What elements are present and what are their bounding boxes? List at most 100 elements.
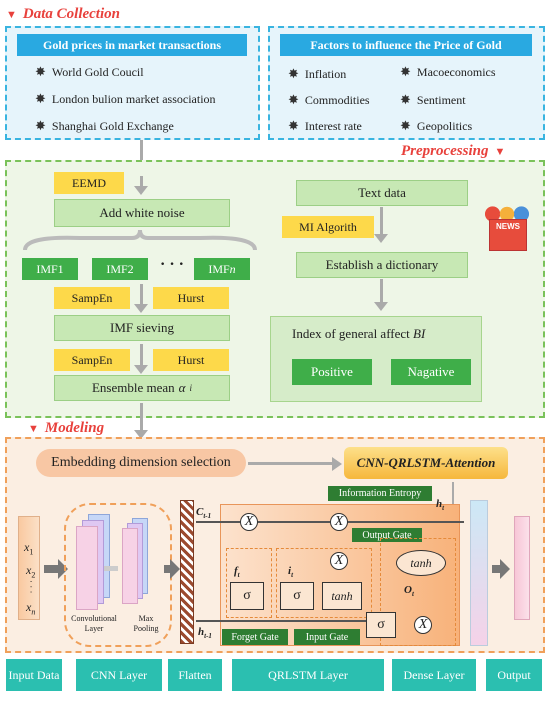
output-bar (514, 516, 530, 620)
label-qrlstm-layer: QRLSTM Layer (232, 659, 384, 691)
arrow-right-icon (104, 566, 118, 571)
gold-prices-header: Gold prices in market transactions (17, 34, 247, 56)
arrow-head-icon (170, 559, 180, 579)
dictionary-box: Establish a dictionary (296, 252, 468, 278)
i-t-label: it (288, 565, 294, 580)
preprocessing-title: Preprocessing ▼ (401, 143, 506, 159)
list-item: ✸World Gold Coucil (35, 64, 144, 79)
news-icon: NEWS (477, 195, 537, 251)
input-dots: · · · (26, 580, 36, 594)
white-noise-box: Add white noise (54, 199, 230, 227)
index-label: Index of general affect BI (292, 326, 426, 341)
eemd-box: EEMD (54, 172, 124, 194)
connector-line (380, 207, 383, 235)
star-icon: ✸ (400, 92, 411, 107)
negative-box: Nagative (391, 359, 471, 385)
list-item: ✸Interest rate (288, 118, 362, 133)
arrow-down-icon (140, 140, 143, 168)
model-name-box: CNN-QRLSTM-Attention (344, 447, 508, 479)
arrow-right-icon (44, 565, 60, 573)
star-icon: ✸ (400, 118, 411, 133)
arrow-head-icon (134, 430, 148, 439)
multiply-node: X (414, 616, 432, 634)
forget-dashed (226, 548, 272, 618)
arrow-head-icon (134, 186, 148, 195)
arrow-right-icon (164, 565, 172, 573)
connector-line (248, 462, 334, 465)
factors-header: Factors to influence the Price of Gold (280, 34, 532, 56)
hurst-box-2: Hurst (153, 349, 229, 371)
list-item: ✸Geopolitics (400, 118, 473, 133)
star-icon: ✸ (288, 66, 299, 81)
pool-layer-sheet (122, 528, 138, 604)
arrow-head-icon (500, 559, 510, 579)
arrow-head-icon (134, 365, 148, 374)
star-icon: ✸ (400, 64, 411, 79)
label-dense-layer: Dense Layer (392, 659, 476, 691)
arrow-head-icon (332, 457, 342, 471)
star-icon: ✸ (288, 118, 299, 133)
factors-panel: Factors to influence the Price of Gold ✸… (268, 26, 545, 140)
hurst-box-1: Hurst (153, 287, 229, 309)
positive-box: Positive (292, 359, 372, 385)
sampen-box-1: SampEn (54, 287, 130, 309)
tanh-box: tanh (322, 582, 362, 610)
f-t-label: ft (234, 565, 240, 580)
sampen-box-2: SampEn (54, 349, 130, 371)
list-item: ✸Inflation (288, 66, 347, 81)
input-dashed (276, 548, 372, 618)
list-item: ✸Sentiment (400, 92, 466, 107)
list-item: ✸London bulion market association (35, 91, 216, 106)
connector-line (380, 279, 383, 303)
input-x1: x1 (24, 540, 34, 557)
h-t-label: ht (436, 498, 445, 513)
connector-line (140, 344, 143, 366)
label-flatten: Flatten (168, 659, 222, 691)
dense-bar (470, 500, 488, 646)
o-t-label: Ot (404, 584, 414, 599)
label-output: Output (486, 659, 542, 691)
pool-label: Max Pooling (133, 614, 159, 633)
sigma-box: σ (230, 582, 264, 610)
sigma-box: σ (280, 582, 314, 610)
arrow-head-icon (374, 234, 388, 243)
connector-line (140, 176, 143, 188)
hidden-state-line (196, 620, 376, 622)
connector-line (140, 403, 143, 431)
arrow-head-icon (58, 559, 68, 579)
modeling-title: ▼ Modeling (28, 420, 105, 436)
sigma-box: σ (366, 612, 396, 638)
star-icon: ✸ (35, 91, 46, 106)
tanh-ellipse: tanh (396, 550, 446, 576)
connector-line (452, 482, 454, 508)
data-collection-title: ▼ Data Collection (6, 6, 120, 22)
triangle-down-icon: ▼ (28, 422, 39, 435)
multiply-node: X (240, 513, 258, 531)
list-item: ✸Commodities (288, 92, 370, 107)
imf1-box: IMF1 (22, 258, 78, 280)
text-data-box: Text data (296, 180, 468, 206)
input-gate-box: Input Gate (294, 629, 360, 645)
triangle-down-icon: ▼ (494, 145, 506, 158)
multiply-node: X (330, 552, 348, 570)
ellipsis: · · · (160, 256, 185, 273)
forget-gate-box: Forget Gate (222, 629, 288, 645)
star-icon: ✸ (288, 92, 299, 107)
output-dashed (380, 538, 456, 646)
list-item: ✸Shanghai Gold Exchange (35, 118, 174, 133)
information-entropy-box: Information Entropy (328, 486, 432, 501)
brace-icon (23, 229, 257, 251)
label-cnn-layer: CNN Layer (76, 659, 162, 691)
multiply-node: X (330, 513, 348, 531)
input-x2: x2 (26, 563, 36, 580)
mi-algorithm-box: MI Algorith (282, 216, 374, 238)
flatten-bar (180, 500, 194, 644)
star-icon: ✸ (35, 64, 46, 79)
label-input-data: Input Data (6, 659, 62, 691)
input-data-block (18, 516, 40, 620)
embedding-box: Embedding dimension selection (36, 449, 246, 477)
arrow-head-icon (374, 302, 388, 311)
input-xn: xn (26, 600, 36, 617)
